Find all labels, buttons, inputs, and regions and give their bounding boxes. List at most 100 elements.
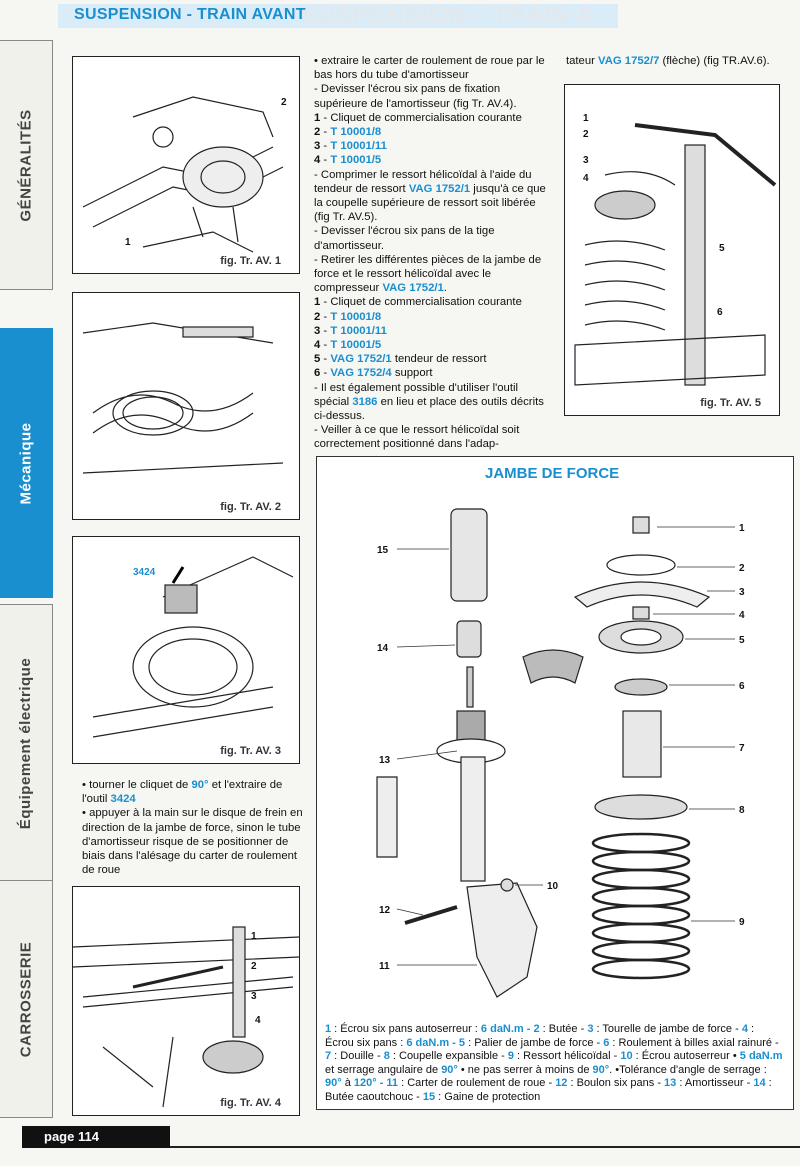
strut-label-7: 7 <box>739 743 745 754</box>
fig4-label-3: 3 <box>251 991 257 1002</box>
mid-column-text: extraire le carter de roulement de roue … <box>314 54 546 452</box>
page-header: SUSPENSION - TRAIN A SUSPENSION - TRAIN … <box>0 0 800 32</box>
fig5-label-5: 5 <box>719 243 725 254</box>
fig5-label-3: 3 <box>583 155 589 166</box>
text-devisser-2: Devisser l'écrou six pans de la tige d'a… <box>314 224 546 252</box>
legend-text: : Ressort hélicoïdal - <box>513 1050 621 1063</box>
page-title: SUSPENSION - TRAIN AVANT <box>74 6 306 23</box>
text-fleche: (flèche) (fig TR.AV.6). <box>659 55 770 67</box>
strut-label-12: 12 <box>379 905 391 916</box>
fig5-label-4: 4 <box>583 173 589 184</box>
tab-mecanique[interactable]: Mécanique <box>0 328 53 598</box>
legend-text: : Carter de roulement de roue - <box>398 1077 556 1090</box>
legend-value: 90° <box>325 1077 342 1090</box>
fig4-label-2: 2 <box>251 961 257 972</box>
legend-num: 3 <box>587 1023 594 1035</box>
strut-label-11: 11 <box>379 961 390 972</box>
strut-label-9: 9 <box>739 917 745 928</box>
tab-label: Mécanique <box>17 421 35 505</box>
fig5-caption: fig. Tr. AV. 5 <box>700 397 761 409</box>
legend-text: : Roulement à billes axial rainuré - <box>609 1036 779 1049</box>
legend-value: 6 daN.m <box>480 1023 524 1035</box>
legend-num: 4 <box>741 1023 748 1035</box>
fig2-drawing <box>82 322 284 474</box>
legend-text: : Gaine de protection <box>435 1090 541 1103</box>
left-bottom-text: tourner le cliquet de 90° et l'extraire … <box>82 778 304 877</box>
legend-num: - 5 <box>449 1036 466 1049</box>
legend-text: : Écrou six pans : <box>325 1023 755 1049</box>
text-veiller: Veiller à ce que le ressort hélicoïdal s… <box>314 423 546 451</box>
legend-text: : Tourelle de jambe de force - <box>593 1023 742 1035</box>
text-retirer-end: . <box>443 282 447 295</box>
fig1-caption: fig. Tr. AV. 1 <box>220 255 281 267</box>
text-comprimer-2: jusqu'à ce que la coupelle supérieure de… <box>314 182 546 224</box>
legend-text: : Douille - <box>331 1050 384 1063</box>
text-il-est-2: en lieu et place des outils décrits ci-d… <box>314 395 544 423</box>
legend-num: - 11 <box>376 1077 399 1090</box>
legend-num: 8 <box>383 1050 390 1063</box>
tool-1b: Cliquet de commercialisation courante <box>330 296 522 309</box>
legend-num: 13 <box>664 1077 677 1090</box>
strut-label-15: 15 <box>377 545 389 556</box>
fig1-drawing: 2 1 <box>82 96 287 253</box>
legend-num: 7 <box>325 1050 332 1063</box>
figure-tr-av-3: 3424 fig. Tr. AV. 3 <box>72 536 300 764</box>
value-vag-1752-1: VAG 1752/1 <box>408 182 471 195</box>
text-comprimer: Comprimer le ressort hélicoïdal à l'aide… <box>314 168 532 195</box>
tab-label: CARROSSERIE <box>17 941 35 1057</box>
tab-equipement-electrique[interactable]: Équipement électrique <box>0 604 53 882</box>
strut-label-5: 5 <box>739 635 745 646</box>
tab-generalites[interactable]: GÉNÉRALITÉS <box>0 40 53 290</box>
header-ghost-text: SUSPENSION - TRAIN A <box>300 2 596 29</box>
legend-num: 9 <box>507 1050 514 1063</box>
legend-value: 5 daN.m <box>739 1050 783 1063</box>
tool-2a: T 10001/8 <box>330 126 382 139</box>
strut-label-4: 4 <box>739 610 745 621</box>
strut-exploded-drawing: 1 2 3 4 5 6 7 8 9 10 11 12 13 14 15 <box>376 508 745 998</box>
fig5-label-6: 6 <box>717 307 723 318</box>
value-vag-1752-1b: VAG 1752/1 <box>382 282 444 295</box>
tool-2b: T 10001/8 <box>330 310 382 323</box>
text-extraire: et l'extraire de l'outil <box>82 779 283 806</box>
section-sidebar: GÉNÉRALITÉS Mécanique Équipement électri… <box>0 38 58 1120</box>
legend-value: 90° <box>441 1063 458 1076</box>
legend-text: . •Tolérance d'angle de serrage : <box>609 1063 767 1076</box>
fig4-drawing: 1 2 3 4 <box>73 926 299 1108</box>
page-number: page 114 <box>22 1126 170 1148</box>
tab-label: GÉNÉRALITÉS <box>17 108 35 222</box>
right-top-text: tateur VAG 1752/7 (flèche) (fig TR.AV.6)… <box>566 54 796 68</box>
text-il-est: Il est également possible d'utiliser l'o… <box>314 381 518 408</box>
tool-4b: T 10001/5 <box>330 339 382 352</box>
strut-legend: 1 : Écrou six pans autoserreur : 6 daN.m… <box>325 1023 785 1105</box>
strut-label-10: 10 <box>547 881 559 892</box>
text-tateur: tateur <box>566 55 599 67</box>
strut-label-1: 1 <box>739 523 745 534</box>
text-retirer: Retirer les différentes pièces de la jam… <box>314 253 542 295</box>
text-tourner: tourner le cliquet de <box>89 779 192 791</box>
legend-value: 120° <box>353 1077 377 1090</box>
value-90: 90° <box>191 779 209 791</box>
figure-tr-av-5: 1 2 3 4 5 6 fig. Tr. AV. 5 <box>564 84 780 416</box>
tab-carrosserie[interactable]: CARROSSERIE <box>0 880 53 1118</box>
legend-text: • ne pas serrer à moins de <box>457 1063 593 1076</box>
fig4-caption: fig. Tr. AV. 4 <box>220 1097 281 1109</box>
fig1-label-2: 2 <box>281 97 287 108</box>
strut-label-2: 2 <box>739 563 745 574</box>
legend-num: 6 <box>603 1036 610 1049</box>
fig5-label-2: 2 <box>583 129 589 140</box>
legend-num: - 2 <box>523 1023 540 1035</box>
figure-tr-av-2: fig. Tr. AV. 2 <box>72 292 300 520</box>
legend-text: : Boulon six pans - <box>567 1077 665 1090</box>
strut-label-14: 14 <box>377 643 389 654</box>
text-extraire-carter: extraire le carter de roulement de roue … <box>314 54 546 82</box>
legend-text: : Amortisseur - <box>676 1077 754 1090</box>
legend-value: 90° <box>592 1063 610 1076</box>
tool-4a: T 10001/5 <box>330 154 382 167</box>
legend-text: : Palier de jambe de force - <box>465 1036 604 1049</box>
tool-6b-code: VAG 1752/4 <box>330 367 392 380</box>
figure-tr-av-1: 2 1 fig. Tr. AV. 1 <box>72 56 300 274</box>
legend-text: : Écrou six pans autoserreur : <box>331 1023 481 1035</box>
tool-6b: support <box>391 367 433 380</box>
legend-text: et serrage angulaire de <box>325 1063 442 1076</box>
fig2-caption: fig. Tr. AV. 2 <box>220 501 281 513</box>
